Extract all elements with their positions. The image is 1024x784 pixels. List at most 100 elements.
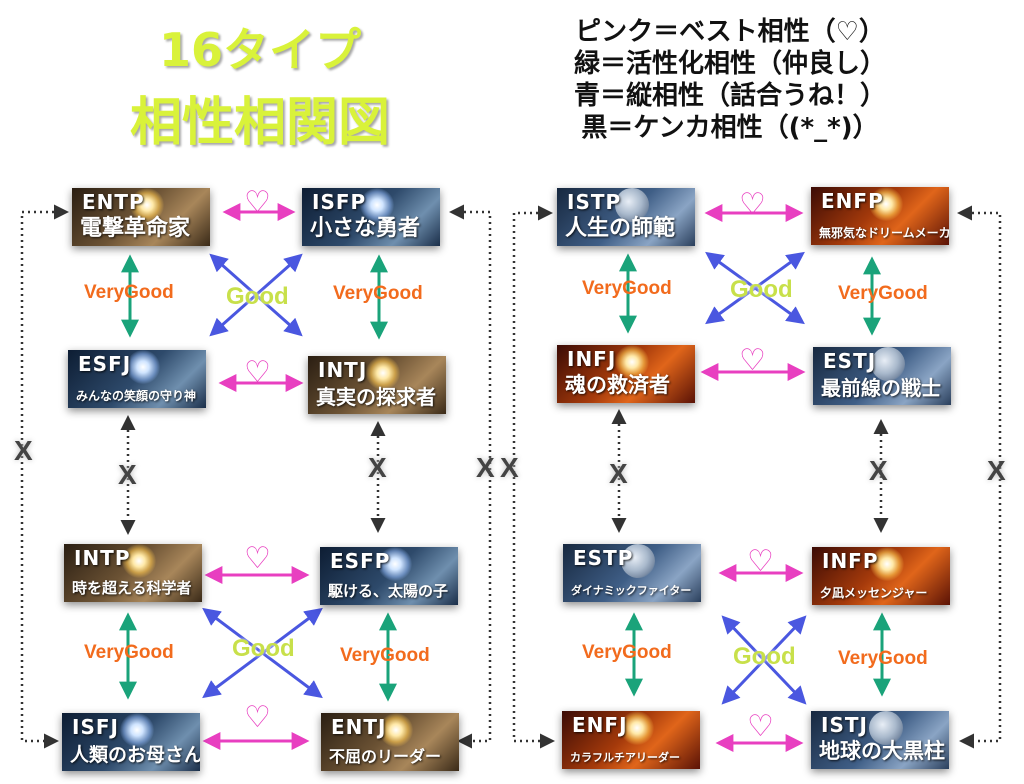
type-card-estj: ESTJ 最前線の戦士: [813, 347, 951, 405]
type-code: ENTP: [82, 190, 145, 214]
type-code: ENFJ: [572, 713, 628, 737]
type-code: ESTJ: [823, 349, 877, 373]
type-card-entj: ENTJ 不屈のリーダー: [321, 713, 459, 771]
type-nickname: 最前線の戦士: [821, 376, 941, 400]
type-code: ESFJ: [78, 352, 132, 376]
very-good-label: VeryGood: [582, 642, 672, 663]
card-light-icon: [871, 347, 905, 381]
type-nickname: カラフルチアリーダー: [570, 751, 680, 764]
type-nickname: 電撃革命家: [80, 216, 191, 241]
type-code: ISFP: [312, 190, 367, 214]
heart-icon: ♡: [244, 700, 271, 735]
conflict-x-label: X: [609, 458, 628, 489]
type-card-enfj: ENFJ カラフルチアリーダー: [562, 711, 700, 769]
heart-icon: ♡: [739, 343, 766, 378]
conflict-bracket: [512, 205, 555, 749]
conflict-x-label: X: [987, 455, 1006, 486]
very-good-label: VeryGood: [838, 648, 928, 669]
type-nickname: 夕凪メッセンジャー: [820, 586, 928, 600]
type-nickname: 小さな勇者: [310, 216, 421, 241]
type-nickname: 駆ける、太陽の子: [328, 582, 449, 600]
type-card-esfp: ESFP 駆ける、太陽の子: [320, 547, 458, 605]
heart-icon: ♡: [244, 541, 271, 576]
type-code: ENFP: [821, 189, 884, 213]
type-code: ISFJ: [72, 715, 119, 739]
conflict-x-label: X: [476, 452, 495, 483]
type-nickname: 人生の師範: [565, 216, 676, 241]
type-code: INTP: [74, 546, 131, 570]
type-nickname: 不屈のリーダー: [329, 747, 442, 766]
conflict-bracket: [449, 204, 492, 749]
legend-pink: ピンク＝ベスト相性（♡）: [575, 17, 885, 47]
card-light-icon: [360, 188, 394, 222]
type-code: ISTP: [567, 190, 622, 214]
very-good-label: VeryGood: [340, 645, 430, 666]
heart-icon: ♡: [747, 709, 774, 744]
type-nickname: 無邪気なドリームメーカー: [819, 226, 949, 240]
conflict-x-label: X: [118, 459, 137, 490]
type-card-isfj: ISFJ 人類のお母さん: [62, 713, 200, 771]
type-nickname: 魂の救済者: [565, 373, 670, 397]
type-nickname: 人類のお母さん: [70, 744, 200, 766]
type-card-intj: INTJ 真実の探求者: [308, 356, 446, 414]
card-light-icon: [621, 544, 655, 578]
type-nickname: 地球の大黒柱: [819, 739, 945, 763]
card-light-icon: [120, 713, 154, 747]
conflict-x-label: X: [869, 455, 888, 486]
diagram-title-line1: 16タイプ: [158, 23, 361, 77]
heart-icon: ♡: [244, 185, 271, 220]
card-light-icon: [130, 188, 164, 222]
very-good-label: VeryGood: [84, 282, 174, 303]
type-card-infp: INFP 夕凪メッセンジャー: [812, 547, 950, 605]
heart-icon: ♡: [244, 355, 271, 390]
card-light-icon: [615, 188, 649, 222]
type-card-enfp: ENFP 無邪気なドリームメーカー: [811, 187, 949, 245]
card-light-icon: [620, 711, 654, 745]
very-good-label: VeryGood: [582, 278, 672, 299]
type-nickname: みんなの笑顔の守り神: [76, 389, 197, 403]
card-light-icon: [366, 356, 400, 390]
conflict-bracket: [20, 204, 69, 749]
card-light-icon: [869, 711, 903, 745]
legend: ピンク＝ベスト相性（♡） 緑＝活性化相性（仲良し） 青＝縦相性（話合うね！） 黒…: [540, 16, 920, 144]
type-code: INTJ: [318, 358, 368, 382]
card-light-icon: [869, 187, 903, 221]
good-label: Good: [232, 635, 295, 662]
card-light-icon: [615, 345, 649, 379]
legend-black: 黒＝ケンカ相性（(*_*)）: [581, 113, 879, 143]
type-card-intp: INTP 時を超える科学者: [64, 544, 202, 602]
conflict-x-label: X: [500, 452, 519, 483]
conflict-bracket: [957, 205, 1002, 749]
good-arrow: [209, 253, 303, 337]
card-light-icon: [122, 544, 156, 578]
good-arrow: [202, 607, 323, 699]
heart-icon: ♡: [747, 544, 774, 579]
type-nickname: ダイナミックファイター: [571, 584, 692, 597]
very-good-label: VeryGood: [333, 283, 423, 304]
very-good-label: VeryGood: [84, 642, 174, 663]
legend-green: 緑＝活性化相性（仲良し）: [573, 49, 886, 79]
legend-blue: 青＝縦相性（話合うね！）: [573, 81, 886, 111]
type-nickname: 真実の探求者: [316, 385, 436, 409]
type-nickname: 時を超える科学者: [72, 579, 192, 597]
type-code: INFP: [822, 549, 879, 573]
good-label: Good: [730, 276, 793, 303]
type-code: ENTJ: [331, 715, 387, 739]
good-label: Good: [226, 283, 289, 310]
type-code: INFJ: [567, 347, 617, 371]
heart-icon: ♡: [739, 187, 766, 222]
card-light-icon: [126, 350, 160, 384]
type-code: ESFP: [330, 549, 391, 573]
good-arrow: [721, 615, 807, 705]
type-code: ISTJ: [821, 713, 868, 737]
diagram-title-line2: 相性相関図: [129, 93, 390, 153]
card-light-icon: [379, 713, 413, 747]
card-light-icon: [870, 547, 904, 581]
conflict-x-label: X: [14, 435, 33, 466]
